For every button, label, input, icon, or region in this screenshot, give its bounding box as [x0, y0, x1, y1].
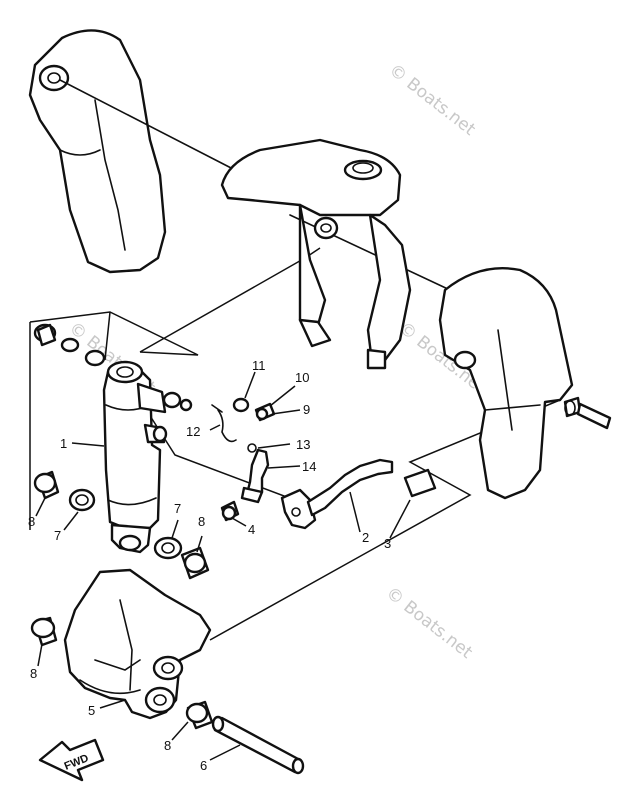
callouts: 1 2 3 4 5 6 7 7 8 8 8 8 9 10 11 12 13 14: [28, 358, 391, 773]
grip-3: [403, 468, 437, 498]
swivel-bushing-center: [313, 216, 339, 240]
callout-7-right: 7: [174, 501, 181, 516]
bolt-right: [563, 396, 612, 430]
collar-7-right: [153, 536, 183, 560]
stopper-lever-group: [211, 397, 437, 530]
nut-11: [232, 397, 250, 413]
callout-3: 3: [384, 536, 391, 551]
callout-12: 12: [186, 424, 200, 439]
callout-4: 4: [248, 522, 255, 537]
swivel-bushing-left: [38, 64, 70, 92]
callout-2: 2: [362, 530, 369, 545]
ring-13: [247, 443, 257, 453]
watermark-bottom-right: © Boats.net: [382, 583, 476, 663]
callout-13: 13: [296, 437, 310, 452]
pin-shaft: [211, 715, 305, 775]
bushing-set-upper: [33, 323, 106, 367]
bushings-lower: [30, 616, 214, 730]
bushings-left-group: [33, 470, 210, 580]
callout-10: 10: [295, 370, 309, 385]
spring-12: [217, 409, 237, 443]
watermark-top-right: © Boats.net: [385, 60, 479, 140]
callout-8-lower-left: 8: [30, 666, 37, 681]
callout-1: 1: [60, 436, 67, 451]
callout-9: 9: [303, 402, 310, 417]
callout-14: 14: [302, 459, 316, 474]
callout-5: 5: [88, 703, 95, 718]
callout-7-left: 7: [54, 528, 61, 543]
callout-8-upper-right: 8: [198, 514, 205, 529]
fwd-arrow: FWD: [38, 738, 105, 782]
callout-6: 6: [200, 758, 207, 773]
tilt-cylinder: [102, 360, 193, 554]
bracket-lower: [63, 568, 212, 720]
swivel-bracket: [220, 138, 412, 370]
clamp-bracket-left: [28, 29, 167, 274]
clamp-bracket-right: [438, 267, 574, 500]
callout-8-lower-right: 8: [164, 738, 171, 753]
callout-8-upper-left: 8: [28, 514, 35, 529]
collar-7-left: [68, 488, 96, 512]
leader-lines: [35, 371, 411, 761]
callout-11: 11: [252, 358, 266, 373]
